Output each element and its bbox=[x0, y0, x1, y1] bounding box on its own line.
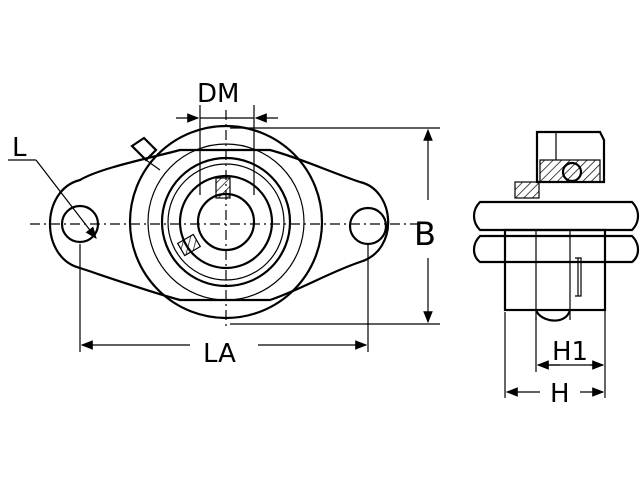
shaft-top bbox=[472, 200, 640, 232]
l-label: L bbox=[12, 133, 27, 163]
b-label: B bbox=[414, 215, 436, 253]
ball bbox=[561, 161, 583, 183]
side-set-screw bbox=[514, 181, 540, 199]
h1-label: H1 bbox=[552, 337, 588, 367]
dm-label: DM bbox=[197, 79, 239, 109]
h-label: H bbox=[550, 379, 570, 409]
bore bbox=[196, 192, 256, 252]
set-screw-side bbox=[176, 233, 202, 257]
h-dimension bbox=[504, 312, 605, 398]
side-housing bbox=[503, 228, 607, 312]
h1-dimension bbox=[535, 300, 606, 398]
side-bearing-section bbox=[539, 159, 601, 183]
dm-dimension bbox=[176, 105, 278, 195]
side-view bbox=[472, 130, 640, 322]
set-screw-top bbox=[215, 177, 231, 199]
l-dimension bbox=[8, 159, 97, 239]
flange-housing bbox=[30, 110, 420, 330]
side-cap bbox=[535, 130, 606, 184]
b-dimension bbox=[230, 127, 440, 325]
grease-nipple bbox=[130, 136, 161, 171]
right-bolt-hole bbox=[348, 206, 388, 246]
shaft-bottom bbox=[472, 234, 640, 264]
la-dimension bbox=[79, 244, 369, 352]
la-label: LA bbox=[203, 339, 236, 369]
